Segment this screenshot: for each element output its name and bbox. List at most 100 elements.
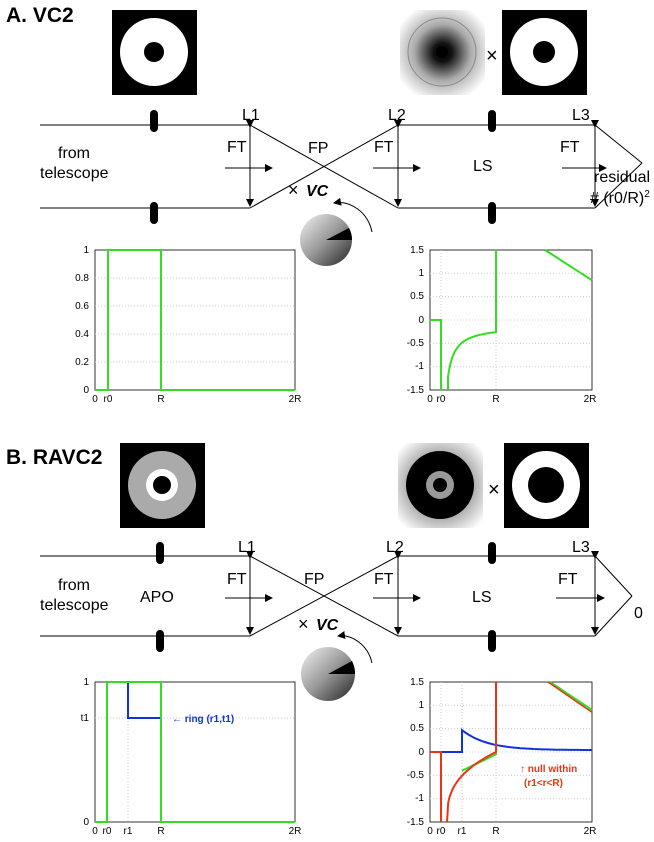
panel-b-left-ytick: t1 <box>81 713 90 724</box>
panel-b-left-yticks: 1 t1 0 <box>81 677 90 828</box>
panel-b-right-annotation-1: ↑ null within <box>520 764 577 775</box>
panel-a-left-xtick: 2R <box>289 394 302 405</box>
panel-a-lens-label-2: L2 <box>388 107 406 124</box>
panel-b-lenses <box>246 551 599 635</box>
panel-a-left-yticks: 1 0.8 0.6 0.4 0.2 0 <box>75 245 89 396</box>
panel-b-left-annotation: ← ring (r1,t1) <box>172 714 234 725</box>
panel-b-vc-arrow <box>337 631 373 664</box>
panel-b-left-xticks: 0 r0 r1 R 2R <box>92 826 301 837</box>
panel-b-right-red-curve <box>547 681 593 713</box>
panel-b-vc-cross: × <box>298 614 309 634</box>
panel-b-right-yticks: 1.5 1 0.5 0 -0.5 -1 -1.5 <box>407 677 425 828</box>
panel-a-ft-label-3: FT <box>560 139 580 156</box>
panel-a-left-xtick: 0 <box>92 394 98 405</box>
panel-a: A. VC2 × <box>6 4 650 405</box>
panel-a-right-phase-curve <box>544 249 593 282</box>
panel-a-left-plot <box>94 249 296 391</box>
panel-a-right-ytick: -1.5 <box>407 385 425 396</box>
panel-a-left-ytick: 0.2 <box>75 357 89 368</box>
panel-a-right-ytick: 1.5 <box>410 245 424 256</box>
panel-a-vc-label: VC <box>306 183 329 200</box>
panel-a-right-plot <box>429 249 593 391</box>
panel-b-right-xtick: r0 <box>437 826 446 837</box>
panel-a-left-ytick: 0.6 <box>75 301 89 312</box>
panel-a-output-label-1: residual <box>594 169 650 186</box>
panel-b-ft-label-3: FT <box>558 571 578 588</box>
panel-b-output-label: 0 <box>634 605 643 622</box>
panel-b-optical-beam <box>40 555 633 637</box>
panel-b-right-red-curve <box>446 682 497 823</box>
panel-a-left-ytick: 0.4 <box>75 329 89 340</box>
panel-a-vortex-phase-image <box>300 214 352 266</box>
panel-a-lyot-stop-image <box>502 10 587 95</box>
panel-a-right-yticks: 1.5 1 0.5 0 -0.5 -1 -1.5 <box>407 245 425 396</box>
panel-a-right-xtick: 0 <box>427 394 433 405</box>
panel-b-right-plot <box>429 681 593 823</box>
panel-b-right-blue-curve <box>430 728 592 753</box>
panel-b-pupil-stops <box>156 542 496 652</box>
panel-b-right-ytick: 0 <box>418 747 424 758</box>
panel-b-right-green-curve <box>549 681 593 711</box>
panel-b-apodizer-pupil-image <box>120 443 205 528</box>
panel-b-input-label-2: telescope <box>40 597 109 614</box>
panel-a-left-ytick: 1 <box>83 245 89 256</box>
panel-b-right-ytick: -0.5 <box>407 770 425 781</box>
panel-a-right-xtick: R <box>492 394 499 405</box>
panel-a-lenses <box>246 120 599 207</box>
panel-a-right-xticks: 0 r0 R 2R <box>427 394 596 405</box>
panel-b-ls-label: LS <box>472 589 492 606</box>
panel-a-right-xtick: 2R <box>584 394 597 405</box>
panel-b-left-ring-curve <box>127 682 161 719</box>
panel-a-left-xtick: r0 <box>104 394 113 405</box>
panel-b-lens-label-3: L3 <box>572 539 590 556</box>
panel-b-right-ytick: 1 <box>418 700 424 711</box>
panel-a-fp-label: FP <box>308 140 328 157</box>
panel-a-right-phase-curve <box>447 249 497 390</box>
panel-a-entrance-pupil-image <box>112 10 197 95</box>
panel-a-right-ytick: 0.5 <box>410 291 424 302</box>
panel-b-lens-label-2: L2 <box>386 539 404 556</box>
panel-b-times-symbol: × <box>488 479 500 501</box>
panel-b-left-ytick: 1 <box>83 677 89 688</box>
panel-a-left-ytick: 0 <box>83 385 89 396</box>
panel-b-ft-label-1: FT <box>227 571 247 588</box>
panel-a-pupil-stops <box>150 110 496 224</box>
panel-b-vortex-phase-image <box>301 647 356 701</box>
panel-a-ls-label: LS <box>473 158 493 175</box>
panel-a-input-label-1: from <box>58 145 90 162</box>
panel-a-right-ytick: 0 <box>418 315 424 326</box>
panel-b-fp-label: FP <box>304 571 324 588</box>
panel-b-right-annotation-2: (r1<r<R) <box>524 778 563 789</box>
panel-b-right-ytick: -1 <box>415 793 424 804</box>
panel-b-right-red-curve <box>430 751 442 822</box>
panel-b-right-xticks: 0 r0 r1 R 2R <box>427 826 596 837</box>
panel-b-left-xtick: R <box>157 826 164 837</box>
panel-b-lens-label-1: L1 <box>238 539 256 556</box>
panel-a-output-label-2: # (r0/R)2 <box>590 189 650 207</box>
panel-a-vc-arrow <box>333 197 373 233</box>
panel-b-left-xtick: r1 <box>124 826 133 837</box>
panel-a-left-xtick: R <box>157 394 164 405</box>
panel-b-left-ytick: 0 <box>83 817 89 828</box>
panel-b-right-ytick: -1.5 <box>407 817 425 828</box>
panel-b-left-xtick: r0 <box>103 826 112 837</box>
panel-b-ft-label-2: FT <box>374 571 394 588</box>
panel-a-vc-cross: × <box>288 180 299 200</box>
panel-a-optical-beam <box>40 124 643 209</box>
panel-b: B. RAVC2 × <box>6 443 643 837</box>
panel-b-lyot-stop-image <box>504 443 589 528</box>
panel-a-right-xtick: r0 <box>437 394 446 405</box>
panel-a-left-xticks: 0 r0 R 2R <box>92 394 301 405</box>
panel-a-left-transmission-curve <box>95 249 295 391</box>
panel-a-right-phase-curve <box>430 319 442 391</box>
panel-b-left-xtick: 0 <box>92 826 98 837</box>
panel-a-times-symbol: × <box>486 45 498 67</box>
panel-b-title: B. RAVC2 <box>6 446 102 469</box>
panel-b-left-plot <box>94 681 296 823</box>
panel-b-input-label-1: from <box>58 577 90 594</box>
panel-a-right-ytick: -0.5 <box>407 338 425 349</box>
panel-a-right-ytick: -1 <box>415 361 424 372</box>
panel-a-input-label-2: telescope <box>40 165 109 182</box>
panel-b-right-xtick: 0 <box>427 826 433 837</box>
